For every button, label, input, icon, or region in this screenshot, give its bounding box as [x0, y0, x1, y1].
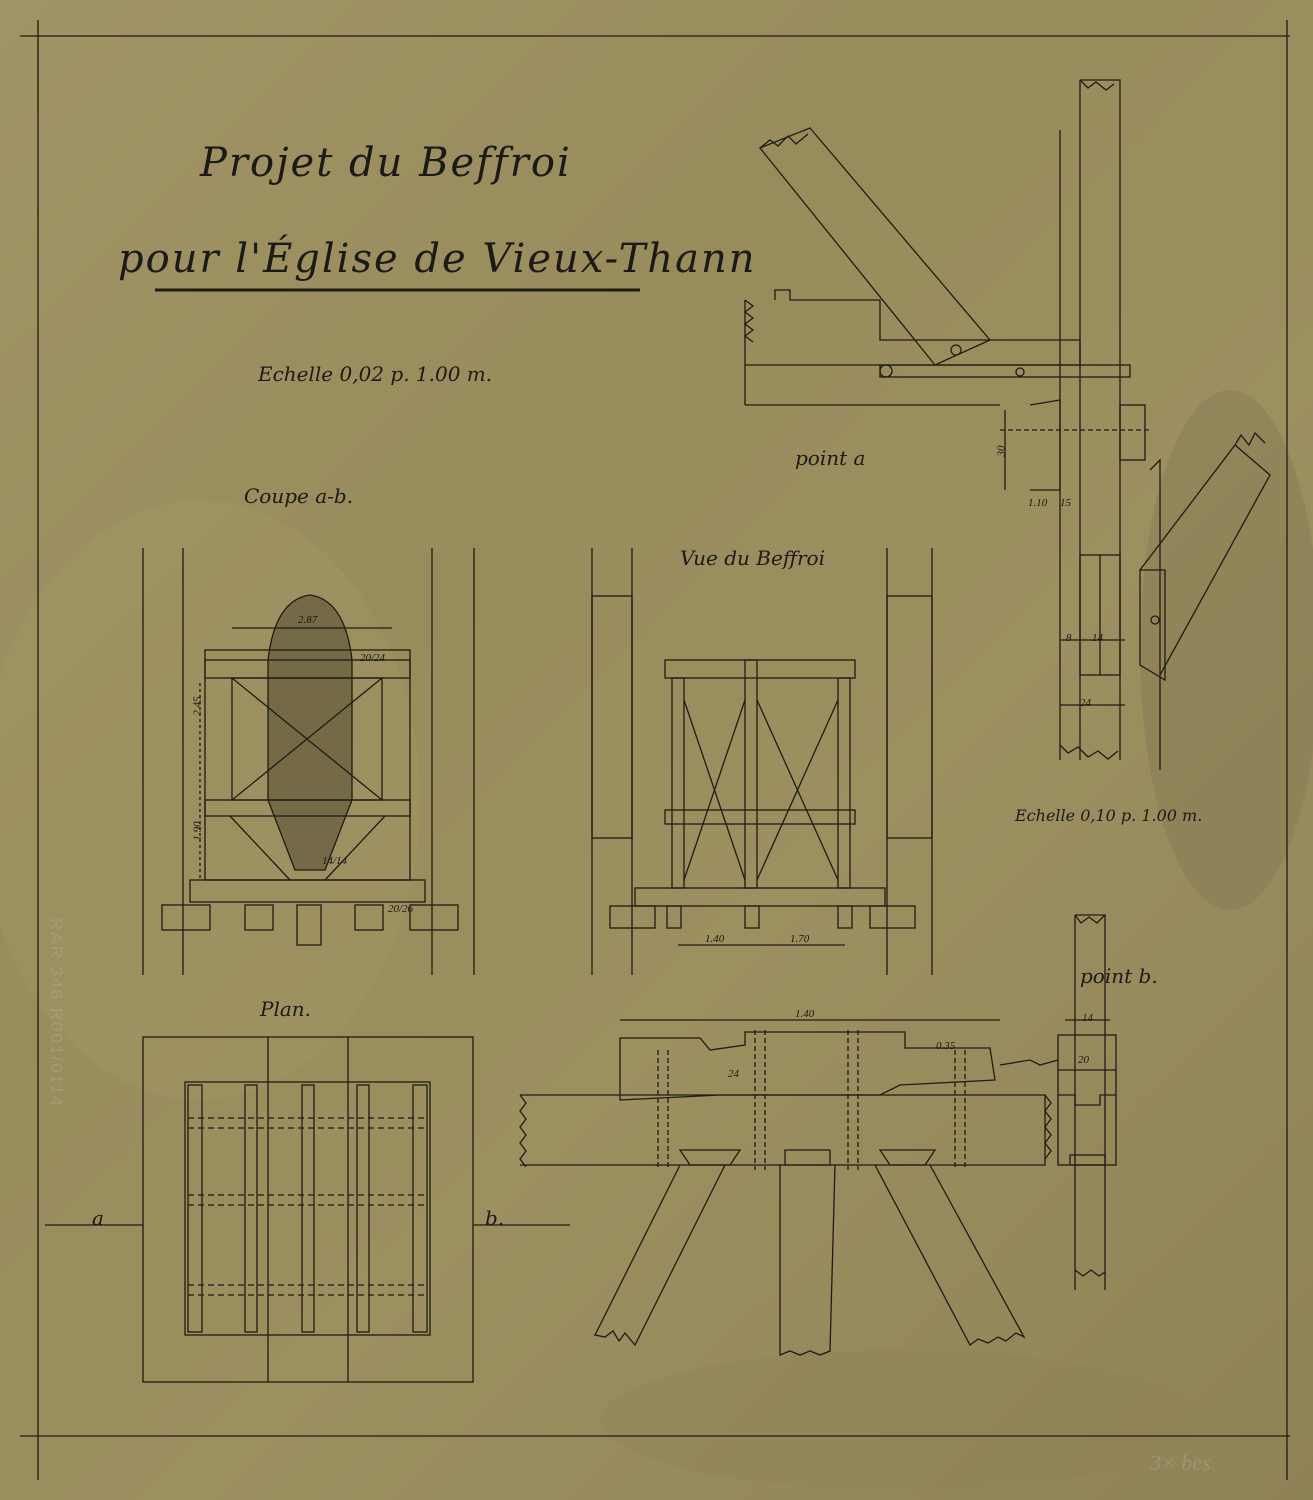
dim-detail-a-8: 8 — [1066, 632, 1072, 644]
dim-view-span-right: 1.70 — [790, 933, 810, 945]
belfry-view-label: Vue du Beffroi — [680, 546, 825, 570]
plan-marker-b: b. — [485, 1206, 505, 1230]
dim-beam-20-24: 20/24 — [360, 652, 386, 664]
dim-detail-a-24: 24 — [1080, 697, 1091, 709]
dim-foot-035: 0.35 — [936, 1040, 956, 1052]
dim-detail-b-20: 20 — [1078, 1054, 1089, 1066]
dim-detail-a-10: 1.10 — [1028, 497, 1048, 509]
section-ab-label: Coupe a-b. — [244, 484, 354, 508]
plan-label: Plan. — [260, 997, 312, 1021]
dim-detail-a-15: 15 — [1060, 497, 1071, 509]
dim-section-lower: 1.90 — [191, 821, 204, 841]
dim-detail-b-14: 14 — [1082, 1012, 1093, 1024]
plan-marker-a: a — [92, 1206, 104, 1230]
dim-detail-a-30: 30 — [995, 445, 1008, 457]
pencil-note: 3× bes — [1150, 1450, 1211, 1475]
dim-view-span-left: 1.40 — [705, 933, 725, 945]
sheet-frame — [20, 20, 1290, 1480]
title-line-2: pour l'Église de Vieux-Thann — [118, 236, 757, 282]
point-b-label: point b. — [1080, 964, 1158, 988]
dim-section-height: 2.45 — [191, 696, 204, 716]
archive-stamp: RAR 348 R001/0114 — [47, 918, 66, 1108]
point-a-label: point a — [795, 446, 866, 470]
dim-section-width: 2.87 — [298, 614, 318, 626]
dim-foot-depth: 24 — [728, 1068, 739, 1080]
dim-detail-a-14: 14 — [1092, 632, 1103, 644]
detail-point-b-drawing — [999, 914, 1117, 1290]
main-scale-label: Echelle 0,02 p. 1.00 m. — [258, 362, 493, 386]
plan-drawing — [45, 1036, 570, 1383]
belfry-view-drawing — [591, 548, 933, 975]
dim-foot-width: 1.40 — [795, 1008, 815, 1020]
foot-detail-drawing — [519, 1019, 1052, 1356]
section-ab-drawing — [142, 548, 475, 975]
detail-point-a-drawing — [743, 79, 1271, 770]
dim-beam-20-26: 20/26 — [388, 903, 414, 915]
dim-beam-14-14: 14/14 — [322, 855, 348, 867]
title-line-1: Projet du Beffroi — [200, 140, 572, 186]
detail-scale-label: Echelle 0,10 p. 1.00 m. — [1015, 806, 1203, 825]
